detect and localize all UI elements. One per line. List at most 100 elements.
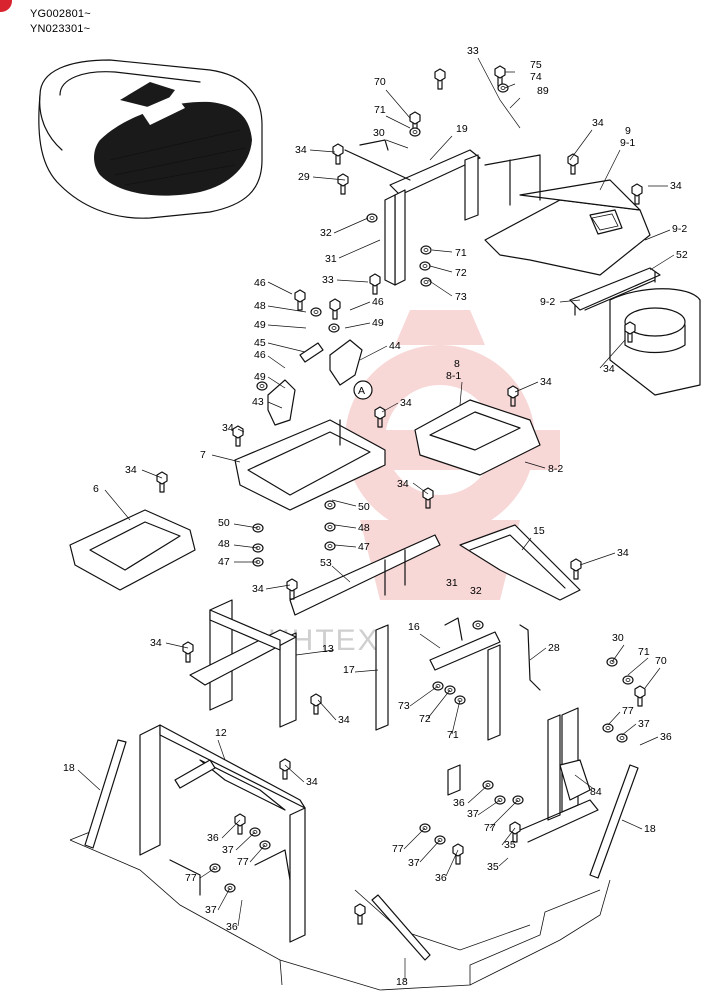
part-label-p18a: 18 <box>63 762 75 774</box>
leader-lines <box>77 57 675 980</box>
part-label-p50b: 50 <box>218 517 230 529</box>
washer-icon <box>324 541 336 551</box>
pin-45 <box>299 342 324 363</box>
part-label-p33b: 33 <box>322 274 334 286</box>
part-label-p36d: 36 <box>435 872 447 884</box>
bolt-icon <box>232 425 244 447</box>
part-label-p30a: 30 <box>373 127 385 139</box>
bolt-icon <box>634 685 646 707</box>
part-label-p36a: 36 <box>660 731 672 743</box>
part-label-p9-2b: 9-2 <box>540 296 555 308</box>
part-label-p33a: 33 <box>467 45 479 57</box>
part-label-p34j: 34 <box>617 547 629 559</box>
bolt-icon <box>234 813 246 835</box>
part-label-p44: 44 <box>389 340 401 352</box>
part-label-p47b: 47 <box>218 556 230 568</box>
stay-18-bottom <box>371 894 431 961</box>
frame-84 <box>519 707 599 843</box>
part-label-p30b: 30 <box>612 632 624 644</box>
cover-plate-8 <box>414 399 541 476</box>
part-label-p46c: 46 <box>254 349 266 361</box>
bolt-icon <box>294 289 306 311</box>
serial-range-1: YG002801~ <box>30 8 91 20</box>
part-label-p48a: 48 <box>254 300 266 312</box>
part-label-p35a: 35 <box>504 839 516 851</box>
floor-outline <box>69 839 611 991</box>
bolt-icon <box>624 321 636 343</box>
washer-icon <box>310 307 322 317</box>
part-label-p15: 15 <box>533 525 545 537</box>
part-label-p77e: 77 <box>185 872 197 884</box>
part-label-p34n: 34 <box>306 776 318 788</box>
part-label-p16: 16 <box>408 621 420 633</box>
hinge-44 <box>329 339 363 386</box>
part-number-labels: 33 75 74 89 70 71 30 19 34 34 9 9-1 29 3… <box>63 45 688 988</box>
part-label-p49a: 49 <box>254 319 266 331</box>
bracket-52 <box>569 267 661 311</box>
part-label-p45: 45 <box>254 337 266 349</box>
part-label-p73a: 73 <box>455 291 467 303</box>
washer-icon <box>328 323 340 333</box>
callout-a-circle <box>353 380 373 400</box>
part-label-p71d: 71 <box>447 729 459 741</box>
washer-icon <box>419 261 431 271</box>
part-label-p84: 84 <box>590 786 602 798</box>
part-label-p70b: 70 <box>655 655 667 667</box>
part-label-p70a: 70 <box>374 76 386 88</box>
part-label-p29: 29 <box>298 171 310 183</box>
part-label-p47a: 47 <box>358 541 370 553</box>
washer-icon <box>324 522 336 532</box>
serial-range-2: YN023301~ <box>30 23 91 35</box>
part-label-p77b: 77 <box>484 822 496 834</box>
part-label-p19: 19 <box>456 123 468 135</box>
bolt-icon <box>337 173 349 195</box>
part-label-p34f: 34 <box>400 397 412 409</box>
bolt-icon <box>310 693 322 715</box>
washer-icon <box>602 723 614 733</box>
part-label-p34l: 34 <box>150 637 162 649</box>
part-label-p9: 9 <box>625 125 631 137</box>
stay-18-left <box>84 739 127 849</box>
part-label-p31a: 31 <box>325 253 337 265</box>
part-label-p34h: 34 <box>125 464 137 476</box>
bolt-icon <box>354 903 366 925</box>
part-label-p49b: 49 <box>372 317 384 329</box>
part-label-p36e: 36 <box>226 921 238 933</box>
part-label-p77a: 77 <box>622 705 634 717</box>
washer-icon <box>472 620 484 630</box>
part-label-p46a: 46 <box>254 277 266 289</box>
part-label-p74: 74 <box>530 71 542 83</box>
washer-icon <box>420 245 432 255</box>
part-label-p35b: 35 <box>487 861 499 873</box>
part-label-p34c: 34 <box>670 180 682 192</box>
part-label-p46b: 46 <box>372 296 384 308</box>
hinge-43 <box>267 379 296 426</box>
part-label-p34a: 34 <box>295 144 307 156</box>
part-label-p34m: 34 <box>338 714 350 726</box>
part-label-p6: 6 <box>93 483 99 495</box>
part-label-p34g: 34 <box>222 422 234 434</box>
part-label-p71b: 71 <box>455 247 467 259</box>
part-label-p36c: 36 <box>207 832 219 844</box>
callout-a-label: A <box>358 385 365 397</box>
frame-16-17 <box>375 617 501 796</box>
seat-illustration <box>38 59 263 219</box>
bolt-icon <box>329 298 341 320</box>
bolt-icon <box>279 758 291 780</box>
bolt-icon <box>507 385 519 407</box>
part-label-p12: 12 <box>215 727 227 739</box>
part-label-p34e: 34 <box>540 376 552 388</box>
fastener-group <box>156 65 646 925</box>
part-label-p34b: 34 <box>592 117 604 129</box>
part-label-p50a: 50 <box>358 501 370 513</box>
part-label-p77d: 77 <box>392 843 404 855</box>
part-label-p7: 7 <box>200 449 206 461</box>
part-label-p43: 43 <box>252 396 264 408</box>
part-label-p37b: 37 <box>467 808 479 820</box>
part-label-p71c: 71 <box>638 646 650 658</box>
part-label-p89: 89 <box>537 85 549 97</box>
part-label-p31b: 31 <box>446 577 458 589</box>
part-label-p34k: 34 <box>252 583 264 595</box>
part-label-p8-1: 8-1 <box>446 370 461 382</box>
part-label-p53: 53 <box>320 557 332 569</box>
